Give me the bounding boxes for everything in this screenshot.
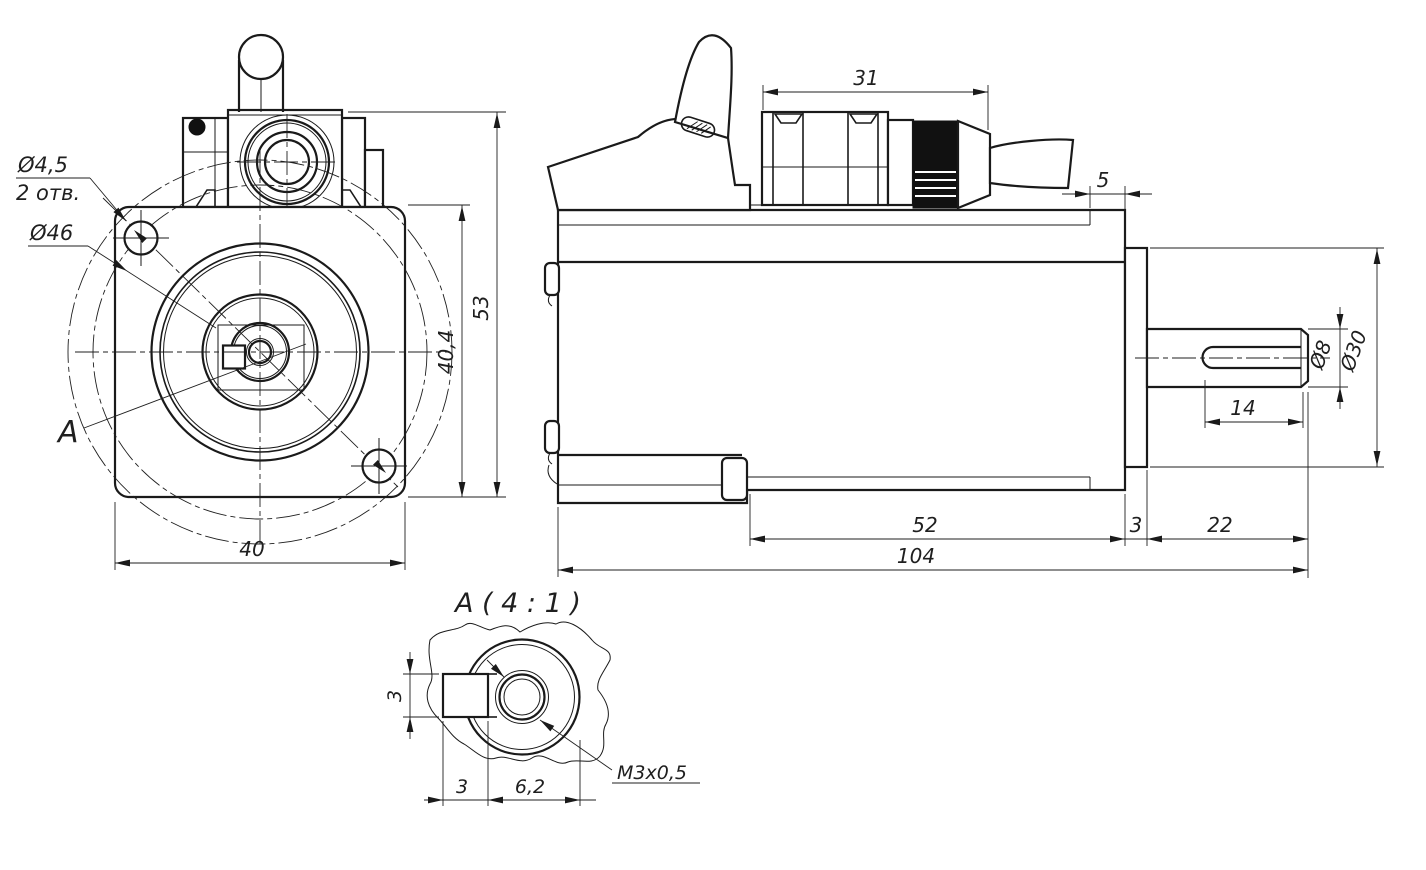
- connector-screw: [188, 118, 206, 136]
- front-connector: [181, 33, 385, 210]
- dim-hub-width-label: 6,2: [515, 776, 545, 798]
- dim-key-bottom: 3 6,2: [424, 721, 596, 806]
- dim-row-lengths: 52 3 22: [749, 392, 1309, 578]
- dim-key-height: 3: [384, 652, 439, 739]
- callout-bolt-circle: Ø46: [28, 221, 217, 329]
- rear-foot-pad: [720, 456, 749, 502]
- side-connector: [760, 110, 1075, 210]
- connector-body: [226, 108, 344, 209]
- bolt-circle-label: Ø46: [29, 221, 73, 245]
- callout-thread: M3x0,5: [538, 717, 700, 784]
- detail-boundary-box: [217, 324, 305, 391]
- dim-104-label: 104: [897, 544, 935, 568]
- dim-5-label: 5: [1097, 168, 1110, 192]
- pilot-boss: [1123, 246, 1149, 469]
- connector-right-ear: [340, 116, 367, 209]
- dim-front-body-height: 40,4: [408, 204, 470, 497]
- detail-view: A ( 4 : 1 ) M3x0,5 3: [384, 588, 700, 806]
- dim-connector-length: 31: [762, 66, 989, 130]
- dim-total-length: 104: [557, 507, 1308, 577]
- rear-clip-top: [543, 261, 561, 297]
- key-square: [221, 344, 247, 370]
- strain-relief: [680, 116, 716, 138]
- keyway-slot: [1201, 345, 1214, 370]
- knurled-ring: [912, 120, 959, 209]
- flying-cable: [673, 34, 733, 140]
- dim-3-boss-label: 3: [1130, 513, 1143, 537]
- cable-entry-circle: [237, 33, 285, 81]
- dim-keyway-length: 14: [1204, 380, 1304, 428]
- hole-count-label: 2 отв.: [16, 181, 80, 205]
- rear-clip-bottom: [543, 419, 561, 455]
- dim-52-label: 52: [912, 513, 937, 537]
- latch-tab-1: [773, 113, 804, 124]
- connector-block: [760, 110, 890, 207]
- callout-hole: Ø4,5 2 отв.: [16, 153, 129, 224]
- side-view: 31 5 Ø8 Ø30: [543, 34, 1384, 578]
- dim-40-label: 40: [239, 537, 264, 561]
- dim-key-width-label: 3: [456, 776, 468, 798]
- detail-title: A ( 4 : 1 ): [453, 588, 581, 619]
- dim-40-4-label: 40,4: [434, 330, 458, 375]
- detail-a-label: A: [56, 415, 79, 450]
- dim-53-label: 53: [469, 295, 493, 320]
- dim-31-label: 31: [853, 66, 878, 90]
- detail-thread-circle: [498, 673, 546, 721]
- detail-key-square: [441, 672, 490, 719]
- latch-tab-2: [848, 113, 879, 124]
- dim-front-cap: 5: [1062, 168, 1152, 245]
- dim-22-label: 22: [1207, 513, 1232, 537]
- hole-dia-label: Ø4,5: [17, 153, 68, 177]
- connector-right-bracket: [363, 148, 385, 209]
- dim-14-label: 14: [1230, 396, 1255, 420]
- dim-key-height-label: 3: [384, 690, 406, 702]
- thread-label: M3x0,5: [617, 762, 687, 784]
- dim-boss-dia: Ø30: [1150, 247, 1384, 468]
- dim-front-total-height: 53: [348, 111, 506, 498]
- cable-boot: [988, 138, 1075, 190]
- callout-detail-a: A: [56, 343, 307, 450]
- dim-flange-width: 40: [114, 502, 406, 570]
- connector-cone: [956, 119, 992, 210]
- break-boundary: [426, 621, 611, 764]
- motor-body: [556, 208, 1127, 505]
- front-view: Ø4,5 2 отв. Ø46 A 53: [16, 33, 506, 570]
